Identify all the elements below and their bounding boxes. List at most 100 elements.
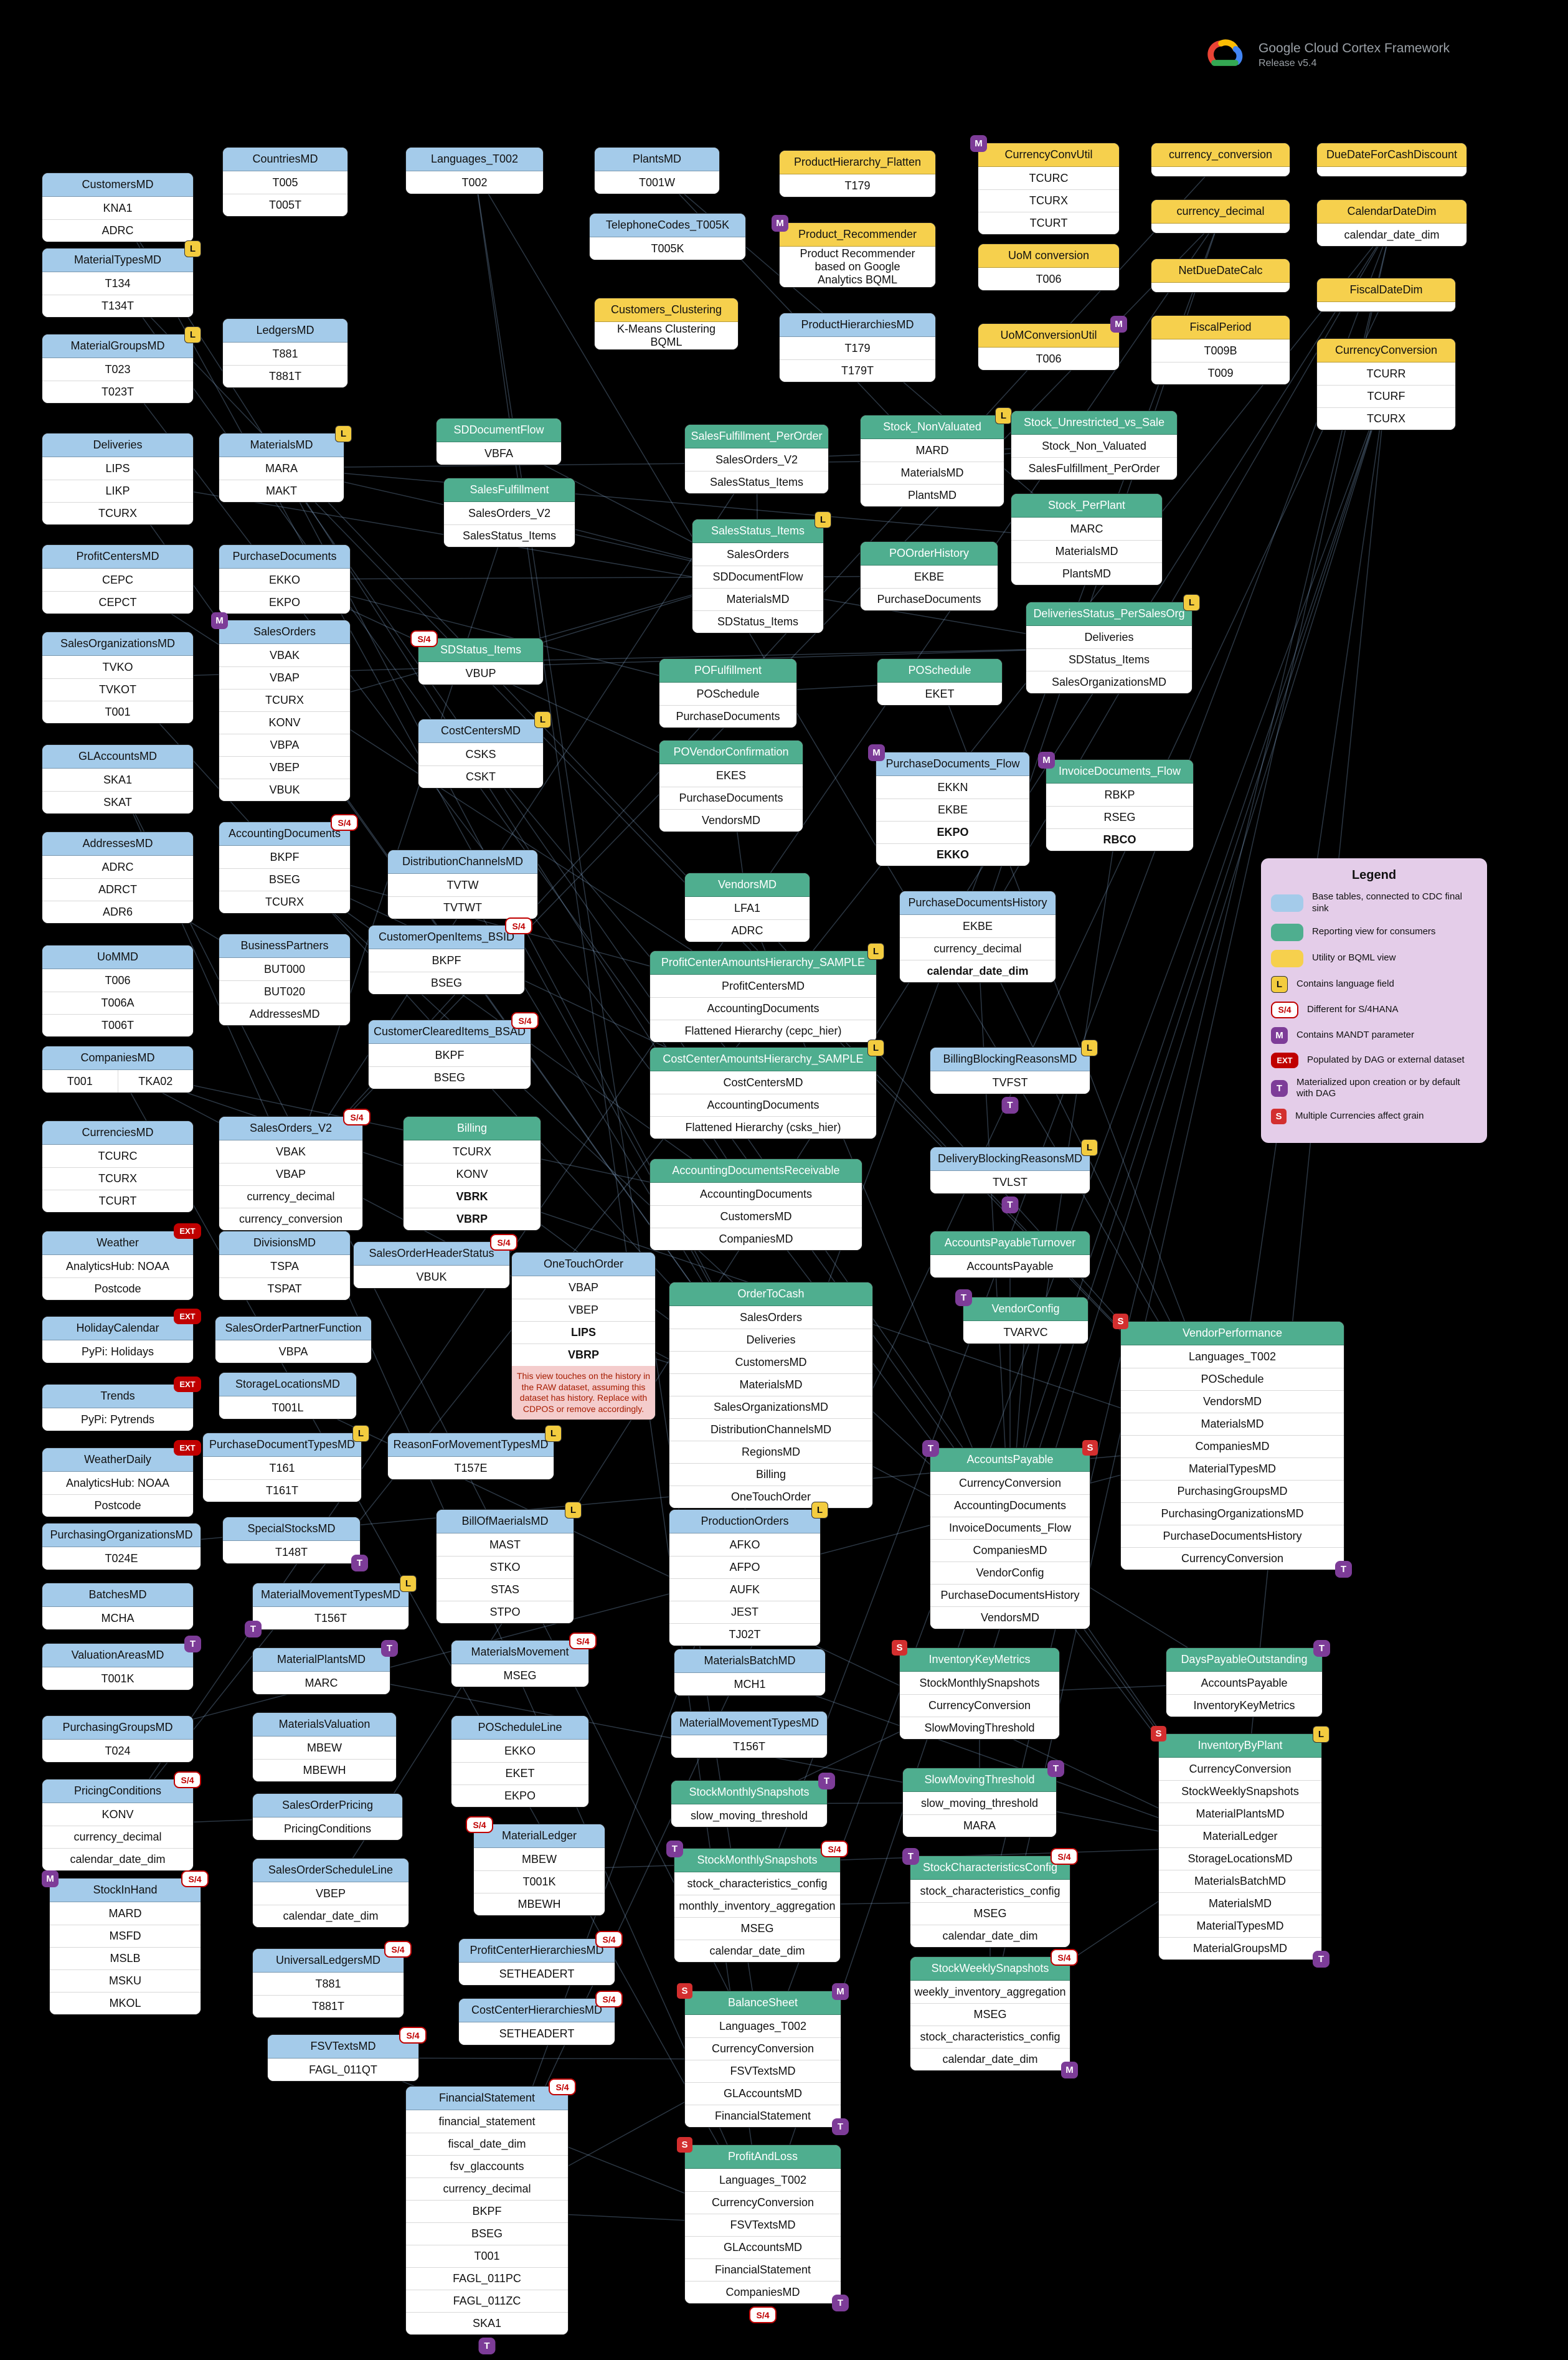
node-title: FiscalDateDim (1317, 278, 1455, 302)
node-row: TVKO (102, 660, 133, 673)
materialized-badge: T (245, 1621, 262, 1637)
node-title: Product_Recommender (780, 223, 935, 247)
node-row: ADR6 (42, 901, 193, 923)
node-row: JEST (669, 1601, 820, 1623)
node-row: currency_decimal (900, 937, 1056, 960)
s4hana-badge: S/4 (343, 1109, 371, 1126)
node-row: T006A (42, 992, 193, 1014)
node-row: Product Recommender based on Google Anal… (800, 247, 915, 286)
node-row: MARC (305, 1676, 338, 1689)
node-row: CurrencyConversion (685, 2037, 841, 2060)
node-row: PurchaseDocumentsHistory (930, 1584, 1090, 1606)
node-row: stock_characteristics_config (687, 1877, 828, 1890)
node-row: TCURT (42, 1190, 193, 1212)
node-row: MCHA (101, 1611, 135, 1624)
node-row: calendar_date_dim (1344, 228, 1440, 241)
node-row: T002 (461, 176, 488, 189)
node-title: AccountingDocuments (219, 822, 350, 846)
node-row: SDDocumentFlow (692, 566, 823, 588)
s4hana-badge: S/4 (384, 1941, 412, 1958)
node-row: MSEG (910, 2003, 1070, 2026)
node-title: MaterialMovementTypesMD (253, 1583, 409, 1607)
legend-label: Utility or BQML view (1312, 952, 1396, 964)
node-row: VBAK (275, 1145, 306, 1158)
node-row: slow_moving_threshold (690, 1809, 808, 1822)
node-row: AccountsPayable (966, 1259, 1054, 1272)
node-row: currency_decimal (42, 1826, 193, 1848)
materialized-badge: T (955, 1289, 972, 1306)
node-row: AFPO (669, 1556, 820, 1578)
node-row: CurrencyConversion (1121, 1547, 1344, 1570)
node-row: financial_statement (438, 2115, 536, 2128)
s4hana-badge: S/4 (1051, 1949, 1078, 1966)
node-row: SKA1 (103, 773, 133, 786)
s4hana-badge: S/4 (466, 1816, 493, 1833)
node-row: LIPS (512, 1321, 655, 1343)
materialized-badge: T (1313, 1640, 1330, 1657)
node-title: ProfitCenterHierarchiesMD (459, 1939, 615, 1963)
language-badge: L (184, 326, 201, 343)
node-row: T001L (272, 1401, 304, 1414)
node-row: CurrencyConversion (1189, 1762, 1292, 1775)
node-row: MaterialsMD (692, 588, 823, 610)
node-title: VendorConfig (963, 1297, 1088, 1321)
node-row: PurchaseDocuments (659, 787, 803, 809)
node-body-empty (1317, 302, 1455, 311)
node-row: currency_decimal (406, 2178, 568, 2200)
node-row: CurrencyConversion (685, 2191, 841, 2214)
node-row: VendorsMD (1121, 1390, 1344, 1413)
node-row: VBRP (404, 1208, 541, 1230)
node-row: BKPF (435, 1048, 465, 1061)
node-row: GLAccountsMD (685, 2236, 841, 2258)
node-title: VendorsMD (685, 873, 810, 897)
node-row: AccountingDocuments (699, 1187, 813, 1200)
node-row: T024E (105, 1552, 138, 1565)
s4hana-badge: S/4 (331, 814, 358, 831)
node-row-cell: TKA02 (117, 1070, 194, 1092)
node-row: SalesOrganizationsMD (669, 1396, 872, 1418)
node-row: MSLB (50, 1947, 201, 1969)
node-row: Languages_T002 (719, 2173, 807, 2186)
node-row: DistributionChannelsMD (669, 1418, 872, 1441)
node-title: SDDocumentFlow (437, 419, 561, 442)
node-row: SDStatus_Items (1026, 648, 1192, 671)
legend-label: Base tables, connected to CDC final sink (1312, 891, 1462, 914)
node-note: This view touches on the history in the … (512, 1366, 655, 1419)
mandt-badge: M (42, 1870, 59, 1887)
node-row: AnalyticsHub: NOAA (65, 1259, 170, 1272)
node-row: TCURX (219, 891, 350, 913)
node-row: CompaniesMD (1121, 1435, 1344, 1457)
node-row: LFA1 (734, 901, 761, 914)
materialized-badge: T (478, 2338, 496, 2354)
node-row: VBAP (219, 666, 350, 689)
node-row: TCURT (978, 212, 1119, 234)
node-row: EKKO (876, 843, 1029, 866)
language-badge: L (815, 511, 831, 528)
node-row: ADRCT (42, 878, 193, 901)
node-row: BSEG (369, 972, 524, 994)
node-row: VBEP (315, 1887, 346, 1900)
node-row: SlowMovingThreshold (900, 1717, 1059, 1739)
materialized-badge: T (1001, 1197, 1019, 1213)
node-row: EKET (925, 687, 955, 700)
external-dataset-badge: EXT (174, 1377, 201, 1392)
node-title: PurchasingGroupsMD (42, 1716, 193, 1740)
node-row: AccountsPayable (1201, 1676, 1288, 1689)
node-title: VendorPerformance (1121, 1322, 1344, 1345)
node-title: SpecialStocksMD (223, 1517, 360, 1541)
node-title: PurchasingOrganizationsMD (42, 1524, 201, 1547)
legend-label: Contains language field (1296, 978, 1394, 989)
multi-currency-badge: S (677, 1983, 692, 1999)
node-title: PlantsMD (595, 148, 719, 171)
language-badge: L (1183, 594, 1200, 611)
